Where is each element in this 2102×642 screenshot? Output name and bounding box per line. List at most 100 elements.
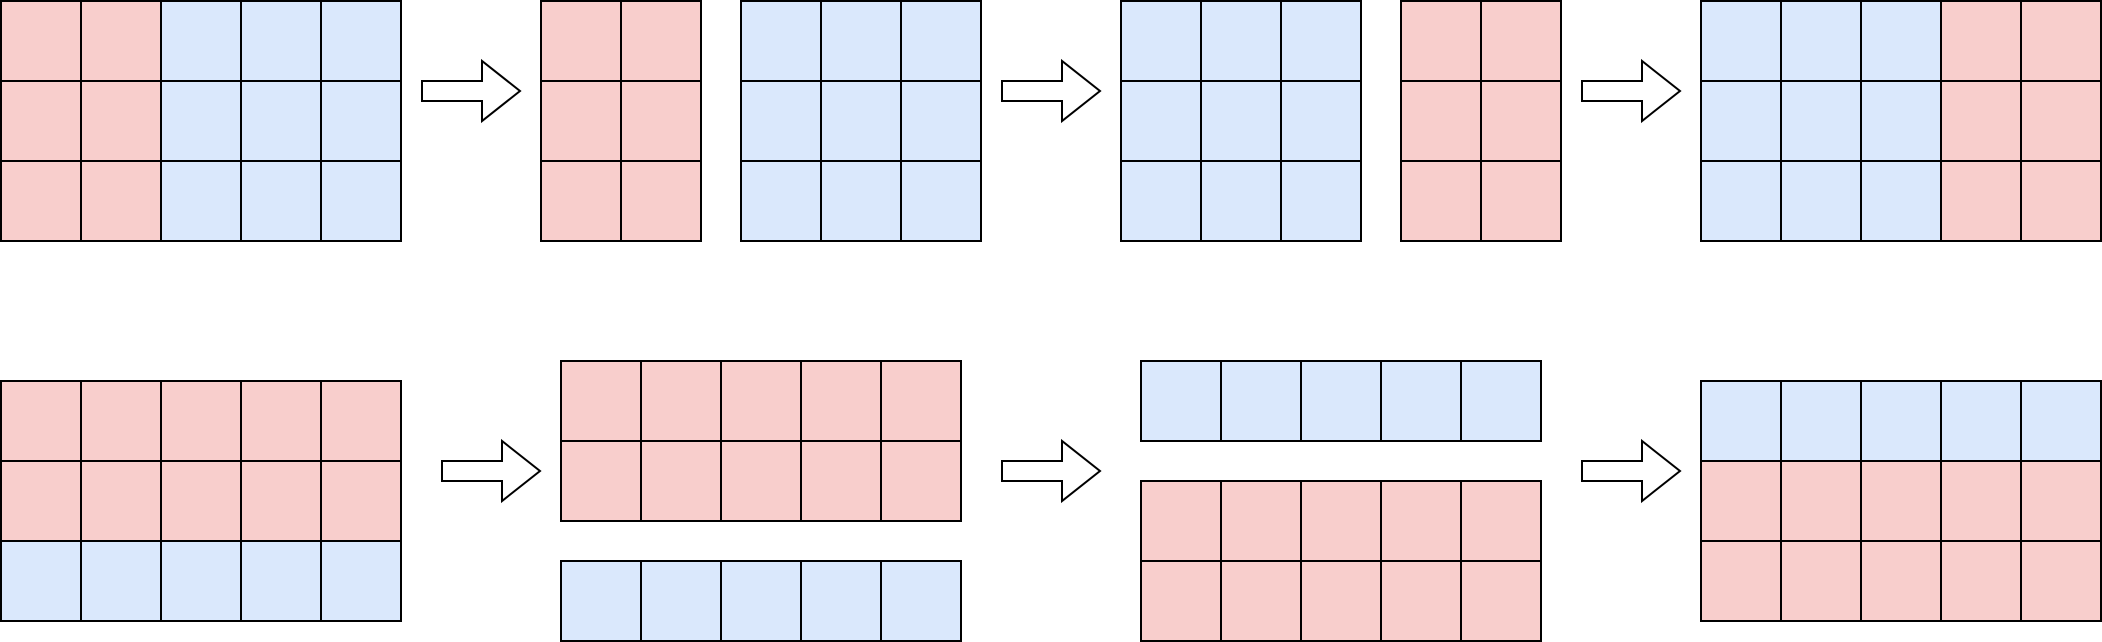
grid-cell-blue [1780,0,1862,82]
grid-cell-blue [1700,160,1782,242]
grid-cell-pink [2020,0,2102,82]
grid-cell-blue [240,0,322,82]
grid-cell-pink [640,360,722,442]
grid-cell-blue [240,80,322,162]
grid-cell-blue [1200,160,1282,242]
grid-cell-blue [1120,160,1202,242]
row-column-swap-step-3-pink-block [1400,0,1562,242]
grid-cell-pink [80,380,162,462]
grid-cell-pink [320,380,402,462]
grid-cell-pink [1940,460,2022,542]
grid-cell-pink [1300,480,1382,562]
grid-cell-blue [320,160,402,242]
grid-cell-blue [320,80,402,162]
grid-cell-pink [1860,460,1942,542]
grid-cell-pink [540,0,622,82]
grid-cell-blue [1280,80,1362,162]
grid-cell-blue [820,160,902,242]
grid-cell-blue [1940,380,2022,462]
grid-cell-pink [640,440,722,522]
grid-cell-pink [880,360,962,442]
grid-cell-pink [1400,80,1482,162]
grid-cell-pink [160,460,242,542]
grid-cell-blue [160,160,242,242]
grid-cell-blue [240,160,322,242]
grid-cell-pink [620,80,702,162]
grid-cell-blue [1700,0,1782,82]
grid-cell-blue [560,560,642,642]
grid-cell-blue [1220,360,1302,442]
grid-cell-pink [0,80,82,162]
grid-cell-pink [880,440,962,522]
grid-cell-pink [1940,80,2022,162]
grid-cell-pink [1940,160,2022,242]
grid-cell-blue [240,540,322,622]
grid-cell-blue [1380,360,1462,442]
grid-cell-pink [1940,540,2022,622]
grid-cell-pink [1220,480,1302,562]
row-row-swap-step-4-result-grid [1700,380,2102,622]
grid-cell-pink [720,440,802,522]
grid-cell-blue [880,560,962,642]
grid-cell-blue [1120,80,1202,162]
grid-cell-pink [2020,160,2102,242]
grid-cell-pink [800,360,882,442]
grid-cell-blue [1860,380,1942,462]
grid-cell-pink [1480,0,1562,82]
grid-cell-blue [160,540,242,622]
grid-cell-pink [620,160,702,242]
grid-cell-pink [560,360,642,442]
grid-cell-pink [1780,540,1862,622]
grid-cell-pink [1940,0,2022,82]
grid-cell-blue [320,540,402,622]
grid-cell-pink [1460,480,1542,562]
grid-cell-pink [1460,560,1542,642]
grid-cell-blue [740,160,822,242]
grid-cell-pink [0,0,82,82]
grid-cell-pink [80,160,162,242]
grid-cell-pink [720,360,802,442]
grid-cell-blue [160,0,242,82]
grid-cell-pink [1140,560,1222,642]
grid-cell-pink [1480,160,1562,242]
row-row-swap-right-arrow-icon-3 [1581,438,1682,504]
grid-cell-pink [1400,0,1482,82]
grid-cell-blue [160,80,242,162]
grid-cell-blue [0,540,82,622]
grid-cell-pink [2020,460,2102,542]
row-column-swap-step-2-blue-block [740,0,982,242]
grid-cell-pink [0,380,82,462]
grid-cell-blue [1700,380,1782,462]
grid-cell-pink [1400,160,1482,242]
grid-cell-blue [820,80,902,162]
grid-cell-blue [900,80,982,162]
grid-cell-blue [1140,360,1222,442]
grid-cell-pink [80,80,162,162]
grid-cell-blue [1200,0,1282,82]
row-column-swap-right-arrow-icon-1 [421,58,522,124]
grid-cell-pink [1300,560,1382,642]
grid-cell-pink [1780,460,1862,542]
grid-cell-pink [80,460,162,542]
grid-cell-pink [1700,540,1782,622]
grid-cell-pink [1860,540,1942,622]
grid-cell-pink [1220,560,1302,642]
grid-cell-blue [1780,380,1862,462]
grid-cell-blue [1200,80,1282,162]
grid-cell-pink [1700,460,1782,542]
grid-cell-pink [320,460,402,542]
grid-cell-pink [2020,80,2102,162]
row-column-swap-step-3-blue-block [1120,0,1362,242]
row-row-swap-step-2-pink-block [560,360,962,522]
grid-cell-blue [2020,380,2102,462]
grid-cell-blue [1860,0,1942,82]
grid-cell-pink [620,0,702,82]
grid-cell-pink [560,440,642,522]
grid-cell-pink [0,160,82,242]
row-row-swap-step-1-source-grid [0,380,402,622]
grid-cell-blue [1120,0,1202,82]
grid-cell-blue [720,560,802,642]
grid-cell-blue [1780,80,1862,162]
grid-cell-pink [800,440,882,522]
